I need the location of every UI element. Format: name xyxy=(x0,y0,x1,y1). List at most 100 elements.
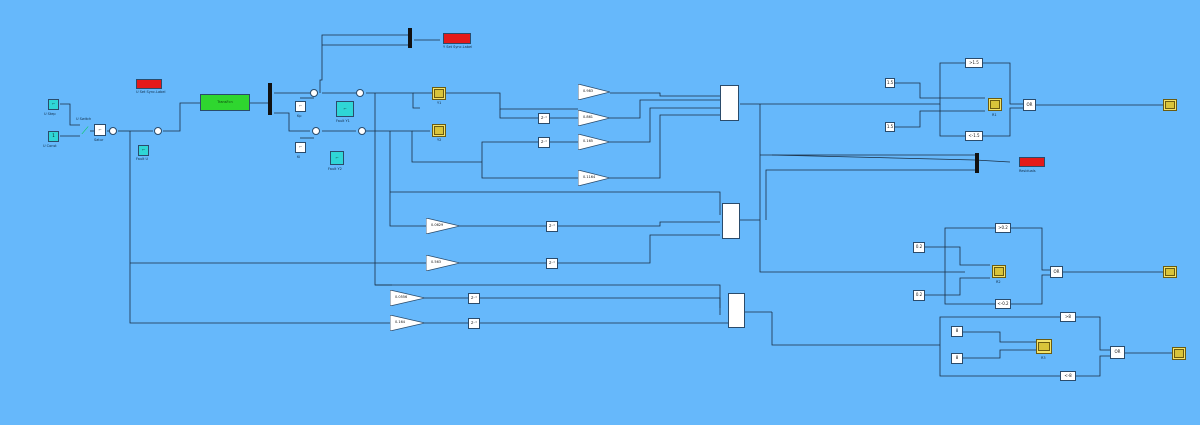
residuals-block[interactable] xyxy=(1019,157,1045,167)
unit-delay-block[interactable]: z⁻¹ xyxy=(468,318,480,329)
compare-greater-block[interactable]: >8 xyxy=(1060,312,1076,322)
compare-text: <-0.2 xyxy=(997,300,1009,306)
transfer-function-block[interactable]: TransFcn xyxy=(200,94,250,111)
r1-scope-label: R1 xyxy=(992,113,997,117)
sum-of-elements-block[interactable] xyxy=(722,203,740,239)
gain-block[interactable]: 0.563 xyxy=(426,255,460,271)
unit-delay-block[interactable]: z⁻¹ xyxy=(546,258,558,269)
u-switch-block[interactable]: ⟋ xyxy=(80,124,90,138)
u-set-sync-block[interactable] xyxy=(136,79,162,89)
gain-block[interactable]: 0.861 xyxy=(578,110,610,126)
sum-of-elements-block[interactable] xyxy=(720,85,739,121)
logic-text: OR xyxy=(1114,349,1121,355)
ki-block[interactable]: ⌐ xyxy=(295,142,306,153)
mux-bar xyxy=(408,28,412,48)
threshold-value: 1.5 xyxy=(886,123,894,129)
step-icon: ⌐ xyxy=(343,105,347,111)
y2-scope-block[interactable] xyxy=(432,124,446,137)
compare-text: <-8 xyxy=(1064,372,1072,378)
kp-icon: ⌐ xyxy=(298,103,303,109)
sum-of-elements-block[interactable] xyxy=(728,293,745,328)
u-step-label: U Step xyxy=(44,112,56,116)
delay-text: z⁻¹ xyxy=(549,223,555,229)
step-icon: ⌐ xyxy=(51,101,56,107)
scope-icon xyxy=(989,100,1001,109)
ki-label: Ki xyxy=(297,155,301,159)
r3-scope-label: R3 xyxy=(1041,356,1046,360)
gain-block[interactable]: 0.1164 xyxy=(578,170,610,186)
output-scope-block[interactable] xyxy=(1163,266,1177,278)
compare-less-block[interactable]: <-8 xyxy=(1060,371,1076,381)
scope-icon xyxy=(1164,101,1176,109)
saturation-label: Satur xyxy=(94,138,104,142)
or-gate-block[interactable]: OR xyxy=(1110,346,1125,359)
scope-icon xyxy=(1173,349,1185,358)
y-set-sync-label: Y Set Sync.Label xyxy=(443,45,473,49)
delay-text: z⁻¹ xyxy=(541,139,547,145)
fault-u-block[interactable]: ⌐ xyxy=(138,145,149,156)
y1-scope-label: Y1 xyxy=(437,101,442,105)
threshold-constant[interactable]: 1.5 xyxy=(885,78,895,88)
unit-delay-block[interactable]: z⁻¹ xyxy=(546,221,558,232)
threshold-value: 8 xyxy=(955,328,959,334)
compare-text: <-1.5 xyxy=(968,132,980,138)
y2-scope-label: Y2 xyxy=(437,138,442,142)
compare-less-block[interactable]: <-0.2 xyxy=(995,299,1011,309)
compare-less-block[interactable]: <-1.5 xyxy=(965,131,983,141)
compare-greater-block[interactable]: >1.5 xyxy=(965,58,983,68)
y1-scope-block[interactable] xyxy=(432,87,446,100)
gain-value: 0.861 xyxy=(583,115,594,119)
sum-block[interactable] xyxy=(109,127,117,135)
output-scope-block[interactable] xyxy=(1163,99,1177,111)
u-const-block[interactable]: 1 xyxy=(48,131,59,142)
compare-text: >1.5 xyxy=(969,59,979,65)
or-gate-block[interactable]: OR xyxy=(1023,99,1036,111)
gain-block[interactable]: 0.0556 xyxy=(390,290,425,306)
saturation-block[interactable]: ⌐ xyxy=(94,124,106,136)
gain-block[interactable]: 0.983 xyxy=(578,84,610,100)
gain-block[interactable]: 0.165 xyxy=(578,134,610,150)
u-step-block[interactable]: ⌐ xyxy=(48,99,59,110)
threshold-value: 1.5 xyxy=(886,79,894,85)
r1-scope-block[interactable] xyxy=(988,98,1002,111)
scope-icon xyxy=(433,126,445,135)
unit-delay-block[interactable]: z⁻¹ xyxy=(538,113,550,124)
or-gate-block[interactable]: OR xyxy=(1050,266,1063,278)
scope-icon xyxy=(1038,341,1050,352)
sum-block[interactable] xyxy=(310,89,318,97)
y-set-sync-block[interactable] xyxy=(443,33,471,44)
gain-block[interactable]: 0.0629 xyxy=(426,218,460,234)
fault-u-label: Fault U xyxy=(136,157,149,161)
gain-value: 0.0556 xyxy=(395,295,408,299)
fault-y2-label: Fault Y2 xyxy=(328,167,342,171)
sum-block[interactable] xyxy=(356,89,364,97)
unit-delay-block[interactable]: z⁻¹ xyxy=(468,293,480,304)
threshold-constant[interactable]: 8 xyxy=(951,326,963,337)
r3-scope-block[interactable] xyxy=(1036,339,1052,354)
threshold-constant[interactable]: 1.5 xyxy=(885,122,895,132)
gain-value: 0.563 xyxy=(431,260,442,264)
scope-icon xyxy=(1164,268,1176,276)
threshold-value: 0.2 xyxy=(915,244,923,250)
r2-scope-block[interactable] xyxy=(992,265,1006,278)
compare-greater-block[interactable]: >0.2 xyxy=(995,223,1011,233)
residuals-label: Residuals xyxy=(1019,169,1036,173)
threshold-constant[interactable]: 0.2 xyxy=(913,290,925,301)
fault-y2-block[interactable]: ⌐ xyxy=(330,151,344,165)
logic-text: OR xyxy=(1053,268,1060,274)
threshold-constant[interactable]: 0.2 xyxy=(913,242,925,253)
gain-value: 0.165 xyxy=(583,139,594,143)
threshold-constant[interactable]: 8 xyxy=(951,353,963,364)
kp-block[interactable]: ⌐ xyxy=(295,101,306,112)
r2-scope-label: R2 xyxy=(996,280,1001,284)
output-scope-block[interactable] xyxy=(1172,347,1186,360)
sum-block[interactable] xyxy=(358,127,366,135)
delay-text: z⁻¹ xyxy=(541,115,547,121)
fault-y1-block[interactable]: ⌐ xyxy=(336,101,354,117)
sum-block[interactable] xyxy=(312,127,320,135)
unit-delay-block[interactable]: z⁻¹ xyxy=(538,137,550,148)
gain-block[interactable]: 0.164 xyxy=(390,315,425,331)
sum-block[interactable] xyxy=(154,127,162,135)
